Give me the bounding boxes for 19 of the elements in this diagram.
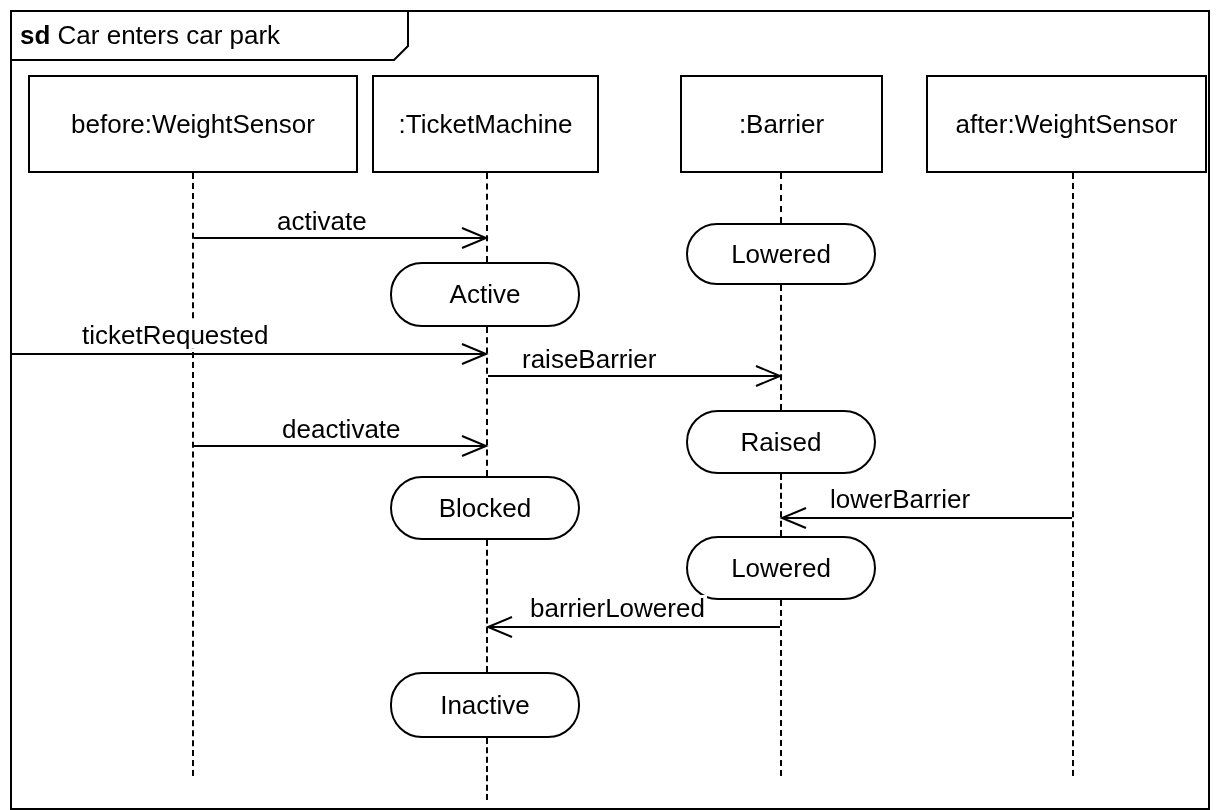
message-arrow xyxy=(193,227,487,249)
lifeline-head: :Barrier xyxy=(680,75,883,173)
state-box: Raised xyxy=(686,410,876,474)
frame-title: sd Car enters car park xyxy=(20,20,281,51)
state-box: Inactive xyxy=(390,672,580,738)
frame xyxy=(10,10,1210,810)
message-arrow xyxy=(781,507,1073,529)
message-arrow xyxy=(193,435,487,457)
lifeline-head: :TicketMachine xyxy=(372,75,599,173)
message-arrow xyxy=(487,616,781,638)
message-arrow xyxy=(487,365,781,387)
lifeline xyxy=(780,600,782,776)
state-box: Active xyxy=(390,262,580,327)
state-box: Lowered xyxy=(686,223,876,285)
lifeline-head: after:WeightSensor xyxy=(926,75,1207,173)
state-box: Blocked xyxy=(390,476,580,540)
message-arrow xyxy=(11,343,487,365)
lifeline-head: before:WeightSensor xyxy=(28,75,358,173)
lifeline xyxy=(1072,173,1074,776)
